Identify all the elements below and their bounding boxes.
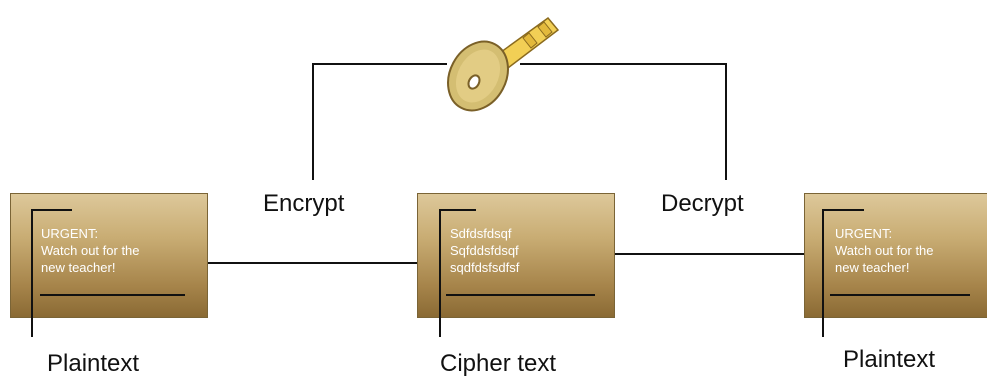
decrypt-connector-line bbox=[520, 63, 727, 180]
plaintext-right-label: Plaintext bbox=[843, 346, 936, 373]
plaintext-box-left: URGENT: Watch out for the new teacher! bbox=[10, 193, 208, 318]
plaintext-left-label: Plaintext bbox=[47, 350, 140, 377]
plaintext-left-line-2: Watch out for the bbox=[41, 243, 140, 258]
ciphertext-line-2: Sqfddsfdsqf bbox=[450, 243, 519, 258]
plaintext-left-line-3: new teacher! bbox=[41, 260, 116, 275]
plaintext-right-line-3: new teacher! bbox=[835, 260, 910, 275]
ciphertext-line-3: sqdfdsfsdfsf bbox=[450, 260, 520, 275]
ciphertext-bracket bbox=[439, 209, 476, 337]
plaintext-right-line-2: Watch out for the bbox=[835, 243, 934, 258]
decrypt-label: Decrypt bbox=[661, 190, 744, 217]
plaintext-left-bracket bbox=[31, 209, 72, 337]
encrypt-connector-line bbox=[312, 63, 447, 180]
encrypt-label: Encrypt bbox=[263, 190, 345, 217]
ciphertext-line-1: Sdfdsfdsqf bbox=[450, 226, 512, 241]
ciphertext-label: Cipher text bbox=[440, 350, 557, 377]
plaintext-right-line-1: URGENT: bbox=[835, 226, 893, 241]
plaintext-left-line-1: URGENT: bbox=[41, 226, 99, 241]
plaintext-box-right: URGENT: Watch out for the new teacher! bbox=[804, 193, 987, 318]
ciphertext-box: Sdfdsfdsqf Sqfddsfdsqf sqdfdsfsdfsf bbox=[417, 193, 615, 318]
key-icon bbox=[447, 16, 560, 112]
plaintext-right-bracket bbox=[822, 209, 864, 337]
